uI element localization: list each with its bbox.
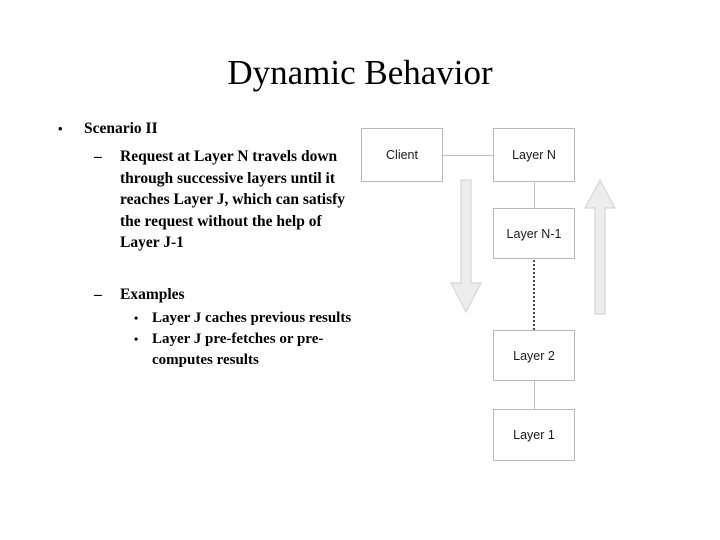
spacer	[46, 254, 358, 284]
connector-layer-2-to-layer-1	[534, 381, 535, 409]
bullet-examples: – Examples	[46, 284, 358, 306]
node-layer-n[interactable]: Layer N	[493, 128, 575, 182]
bullet-marker-icon: •	[134, 311, 139, 325]
bullet-example-2-text: Layer J pre-fetches or pre-computes resu…	[152, 331, 324, 368]
bullet-scenario-label: Scenario II	[84, 120, 158, 137]
up-arrow-icon	[583, 178, 617, 315]
bullet-list: • Scenario II – Request at Layer N trave…	[46, 119, 358, 371]
bullet-scenario: • Scenario II	[46, 119, 358, 139]
bullet-example-1-text: Layer J caches previous results	[152, 310, 352, 326]
bullet-marker-icon: •	[58, 121, 63, 136]
connector-client-to-layer-n	[443, 155, 493, 156]
node-layer-2[interactable]: Layer 2	[493, 330, 575, 381]
node-client[interactable]: Client	[361, 128, 443, 182]
connector-layer-n-to-layer-n-1	[534, 182, 535, 208]
node-layer-n-1-label: Layer N-1	[506, 226, 562, 241]
bullet-description-text: Request at Layer N travels down through …	[120, 148, 346, 251]
down-arrow-icon	[450, 179, 482, 314]
page-title: Dynamic Behavior	[227, 53, 493, 92]
connector-dotted-layers	[533, 260, 537, 330]
node-layer-2-label: Layer 2	[513, 348, 555, 363]
node-layer-1[interactable]: Layer 1	[493, 409, 575, 461]
dash-marker-icon: –	[94, 285, 102, 303]
bullet-description: – Request at Layer N travels down throug…	[46, 146, 358, 254]
node-client-label: Client	[386, 148, 418, 162]
bullet-example-2: • Layer J pre-fetches or pre-computes re…	[46, 329, 358, 371]
bullet-example-1: • Layer J caches previous results	[46, 308, 358, 329]
node-layer-1-label: Layer 1	[513, 428, 555, 442]
bullet-examples-label: Examples	[120, 285, 185, 303]
layer-diagram: Client Layer N Layer N-1 Layer 2 Layer 1	[345, 115, 705, 480]
dash-marker-icon: –	[94, 148, 102, 165]
bullet-marker-icon: •	[134, 332, 139, 346]
node-layer-n-1[interactable]: Layer N-1	[493, 208, 575, 259]
node-layer-n-label: Layer N	[512, 148, 556, 162]
